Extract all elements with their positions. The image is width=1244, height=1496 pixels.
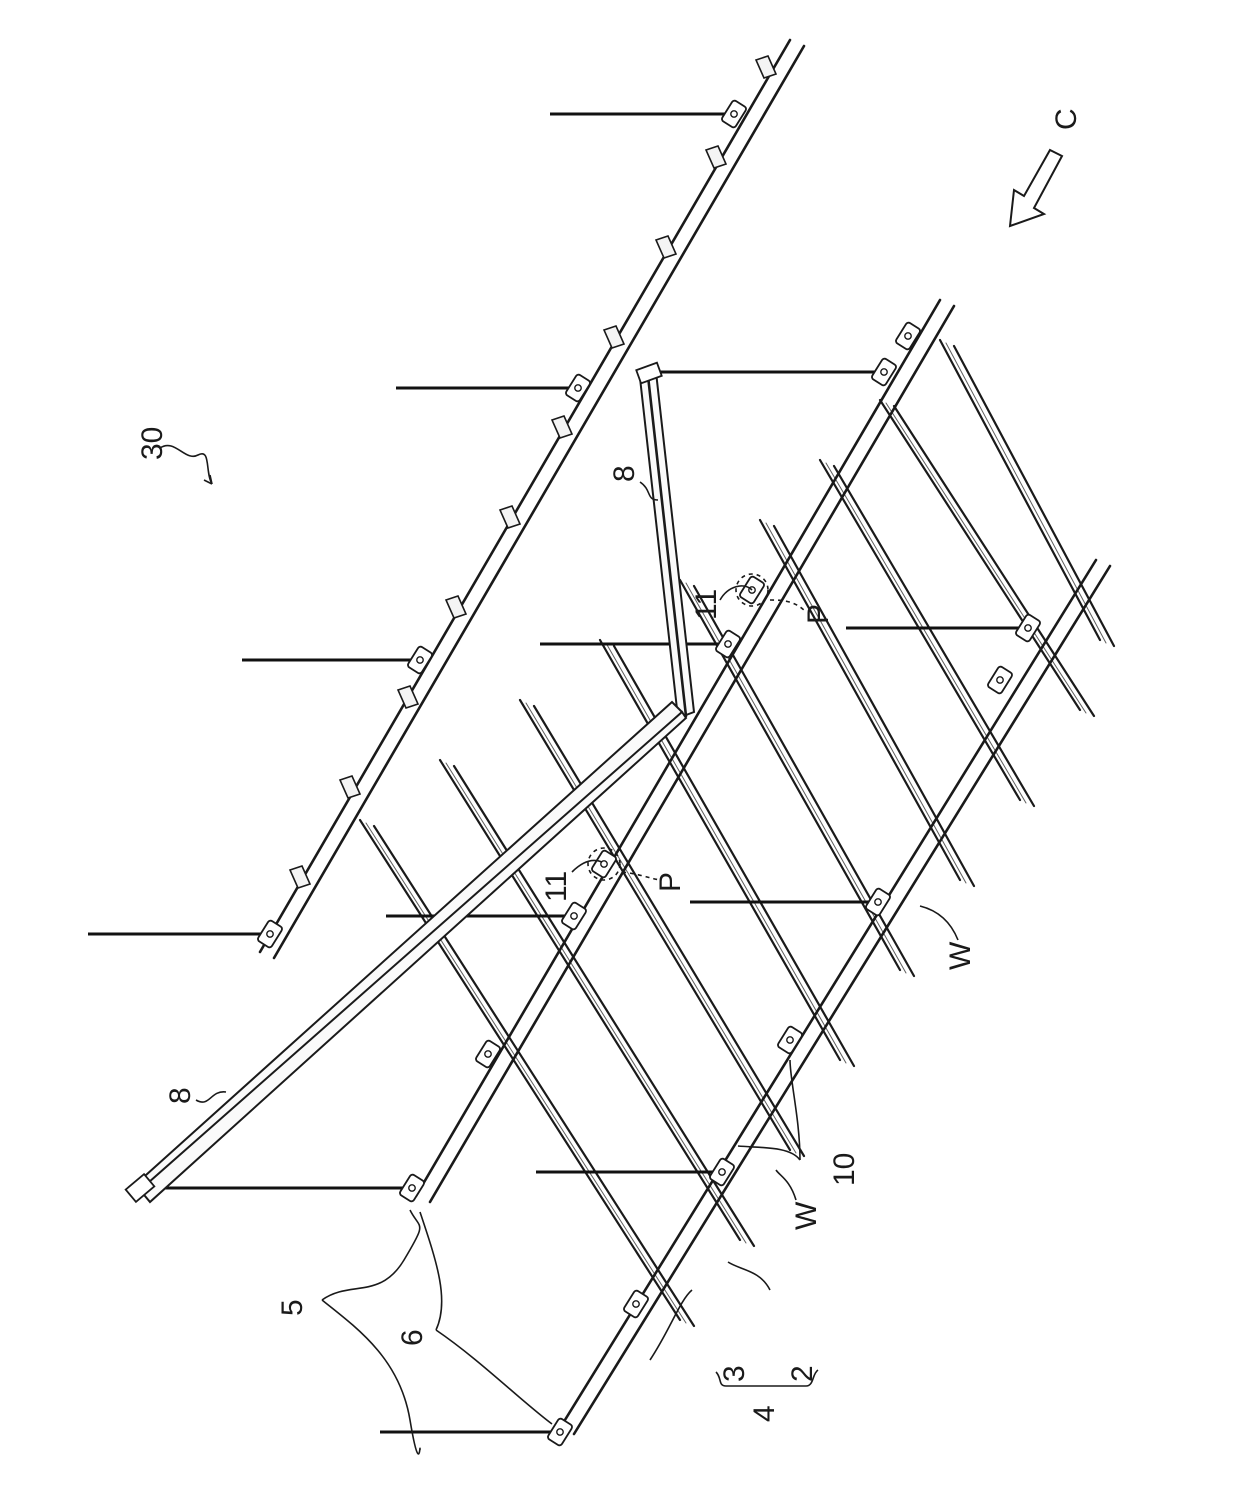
label-6: 6	[396, 1329, 429, 1346]
cross-channel-edge-b-9	[954, 346, 1114, 646]
cross-channel-edge-b-6	[774, 526, 974, 886]
label-w-lower: W	[790, 1201, 823, 1230]
cross-channel-edge-b-7	[834, 466, 1034, 806]
leader-5-a	[322, 1210, 420, 1300]
channel-stub-2	[340, 776, 360, 798]
bolt-3	[575, 385, 581, 391]
label-c: C	[1050, 108, 1083, 130]
bolt-15	[485, 1051, 491, 1057]
label-8-lower: 8	[164, 1087, 197, 1104]
cross-channel-web-3	[526, 703, 796, 1153]
label-8-upper: 8	[608, 465, 641, 482]
cross-channel-edge-a-7	[820, 460, 1020, 800]
label-2: 2	[786, 1365, 819, 1382]
diagonal-brace-upper	[636, 363, 694, 718]
bolt-9	[875, 899, 881, 905]
leader-w-lower	[776, 1170, 796, 1200]
cross-channel-edge-a-1	[360, 820, 680, 1320]
bolt-11	[557, 1429, 563, 1435]
cross-channel-web-4	[606, 643, 846, 1063]
runner-bottom-edge-b	[574, 566, 1110, 1434]
cross-channel-edge-b-8	[894, 406, 1094, 716]
bolt-7	[881, 369, 887, 375]
bolt-6	[725, 641, 731, 647]
bolt-1	[267, 931, 273, 937]
channel-stub-10	[756, 56, 776, 78]
channel-stub-9	[706, 146, 726, 168]
bolt-4	[731, 111, 737, 117]
label-30: 30	[136, 427, 169, 460]
bolt-5	[571, 913, 577, 919]
hanger-rods	[88, 114, 1028, 1432]
diagonal-brace-lower	[126, 702, 686, 1202]
channel-stub-3	[398, 686, 418, 708]
bolt-10	[1025, 625, 1031, 631]
runner-middle-edge-b	[430, 306, 954, 1202]
bolt-19	[905, 333, 911, 339]
leader-6-b	[436, 1330, 552, 1424]
leader-30-arrow	[204, 475, 212, 484]
cross-channel-edge-a-6	[760, 520, 960, 880]
leader-8-lower	[196, 1092, 226, 1102]
leader-6-a	[420, 1212, 442, 1330]
label-11-upper: 11	[690, 589, 723, 620]
leader-w-upper	[920, 906, 958, 940]
direction-arrow-icon	[1010, 150, 1062, 226]
cross-channel-edge-a-9	[940, 340, 1100, 640]
bolt-12	[719, 1169, 725, 1175]
label-4: 4	[748, 1405, 781, 1422]
label-w-upper: W	[944, 941, 977, 970]
cross-channel-edge-a-5	[680, 580, 900, 970]
label-10: 10	[828, 1153, 861, 1186]
hanger-clips	[257, 100, 1041, 1447]
label-11-lower: 11	[540, 871, 573, 902]
cross-channels	[360, 340, 1114, 1326]
label-p-lower: P	[654, 872, 687, 892]
label-5: 5	[276, 1299, 309, 1316]
bolt-2	[417, 657, 423, 663]
cross-channel-edge-b-4	[614, 646, 854, 1066]
bolt-18	[997, 677, 1003, 683]
label-3: 3	[718, 1365, 751, 1382]
cross-channel-web-5	[686, 583, 906, 973]
label-p-upper: P	[802, 604, 835, 624]
bolt-8	[409, 1185, 415, 1191]
cross-channel-edge-b-3	[534, 706, 804, 1156]
channel-stub-4	[446, 596, 466, 618]
bolt-16	[633, 1301, 639, 1307]
runner-middle-edge-a	[416, 300, 940, 1196]
cross-channel-edge-b-1	[374, 826, 694, 1326]
cross-channel-web-9	[946, 343, 1106, 643]
bolt-17	[787, 1037, 793, 1043]
cross-channel-edge-a-3	[520, 700, 790, 1150]
leader-2	[728, 1262, 770, 1290]
